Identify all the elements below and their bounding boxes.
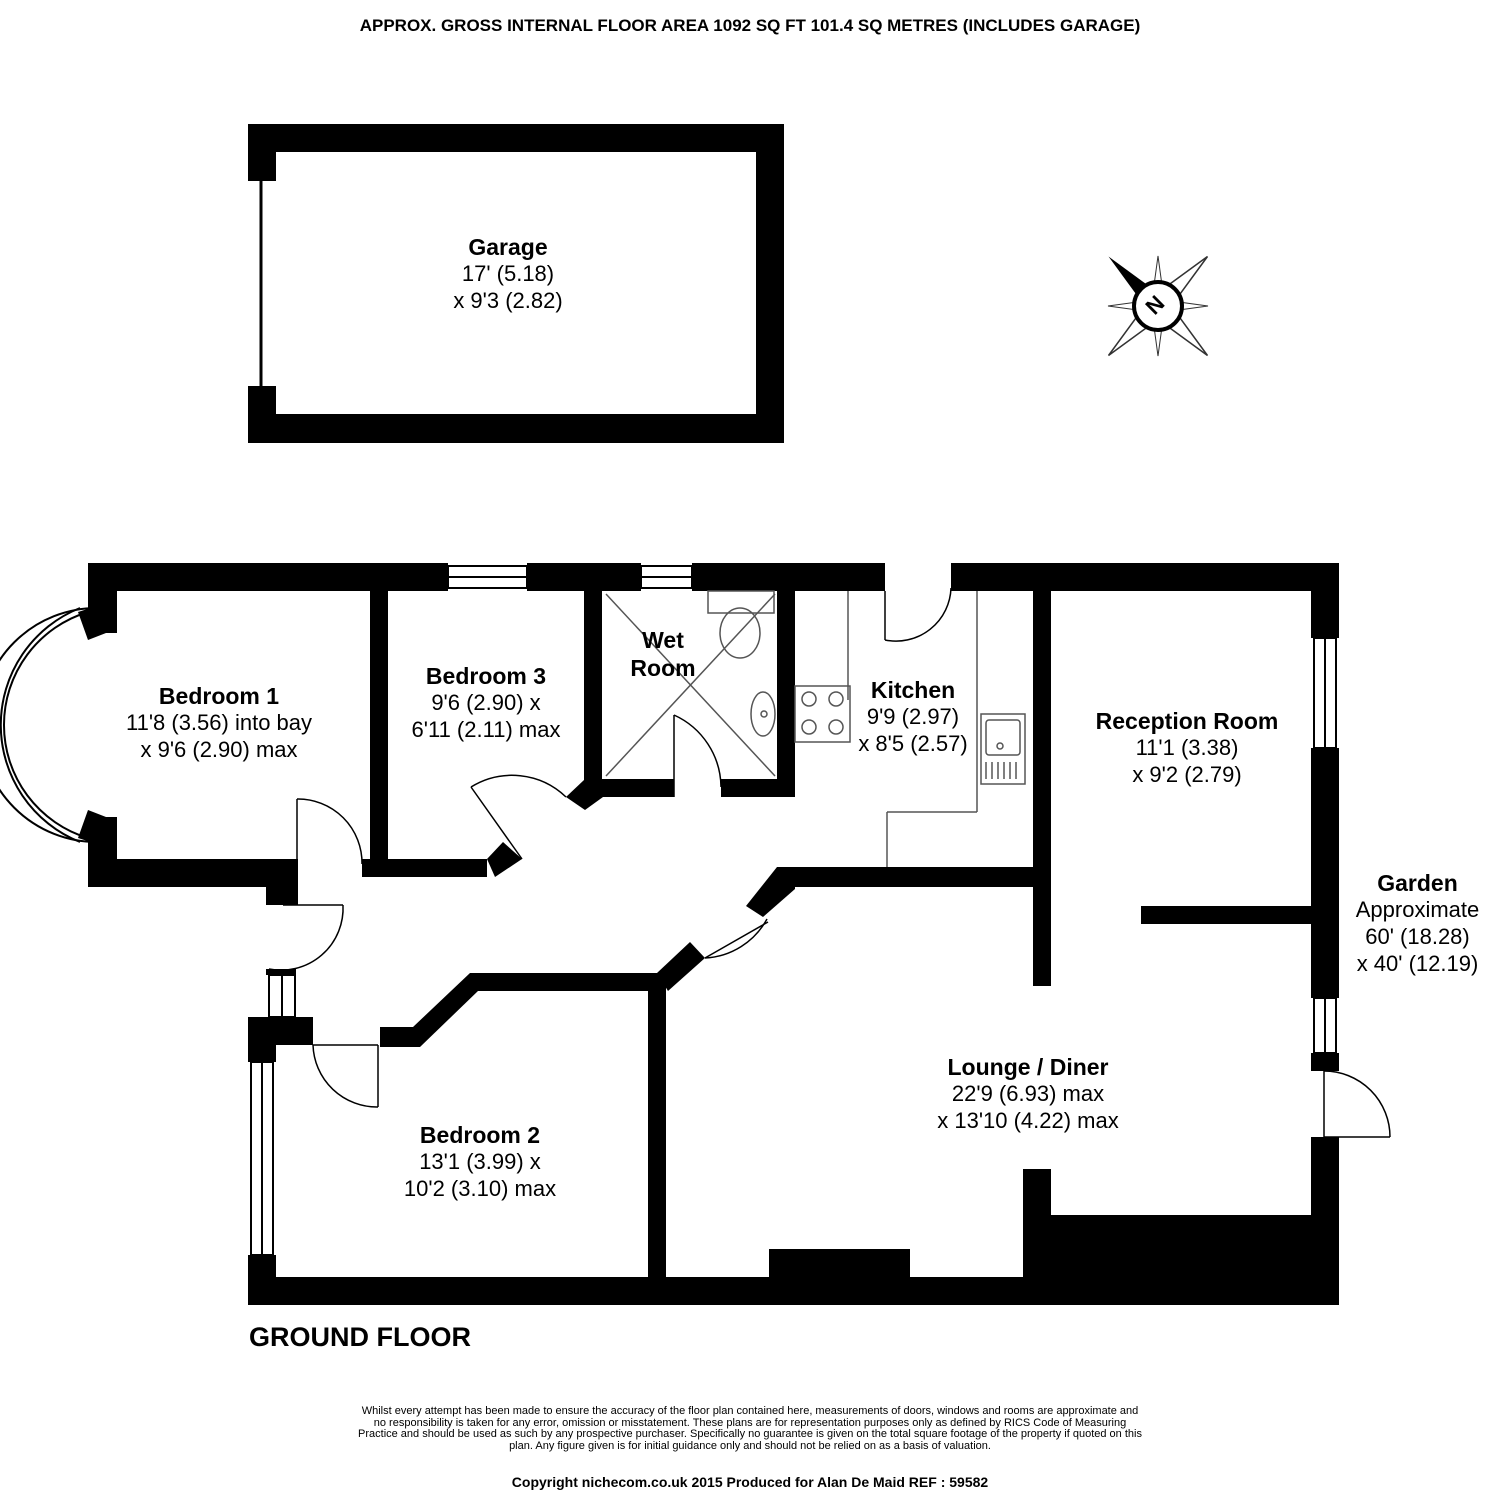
room-dim-bedroom-1-1: 11'8 (3.56) into bay	[125, 710, 313, 736]
room-dim-bedroom-3-1: 9'6 (2.90) x	[431, 690, 541, 716]
room-dim-kitchen-2: x 8'5 (2.57)	[858, 730, 968, 756]
garden-label: Garden Approximate 60' (18.28) x 40' (12…	[1340, 869, 1495, 978]
room-label-bedroom-2: Bedroom 2 13'1 (3.99) x 10'2 (3.10) max	[365, 1121, 595, 1203]
copyright-text: Copyright nichecom.co.uk 2015 Produced f…	[511, 1474, 989, 1490]
floor-name: GROUND FLOOR	[249, 1322, 471, 1352]
room-name-wet-room-2: Room	[630, 655, 696, 682]
room-label-lounge-diner: Lounge / Diner 22'9 (6.93) max x 13'10 (…	[908, 1053, 1148, 1135]
room-label-garage: Garage 17' (5.18) x 9'3 (2.82)	[408, 233, 608, 315]
room-dim-bedroom-3-2: 6'11 (2.11) max	[411, 716, 561, 742]
room-name-bedroom-1: Bedroom 1	[158, 683, 280, 709]
room-label-bedroom-1: Bedroom 1 11'8 (3.56) into bay x 9'6 (2.…	[99, 682, 339, 764]
room-name-kitchen: Kitchen	[870, 677, 956, 703]
room-label-bedroom-3: Bedroom 3 9'6 (2.90) x 6'11 (2.11) max	[388, 662, 584, 744]
room-dim-reception-room-2: x 9'2 (2.79)	[1132, 761, 1242, 787]
room-label-reception-room: Reception Room 11'1 (3.38) x 9'2 (2.79)	[1071, 707, 1303, 789]
room-dim-reception-room-1: 11'1 (3.38)	[1135, 735, 1239, 761]
room-dim-bedroom-2-2: 10'2 (3.10) max	[403, 1175, 557, 1201]
room-dim-bedroom-1-2: x 9'6 (2.90) max	[140, 736, 298, 762]
garden-line-1: Approximate	[1355, 897, 1480, 923]
room-name-reception-room: Reception Room	[1095, 708, 1279, 734]
wetroom-fixtures	[605, 590, 776, 777]
room-label-wet-room: Wet Room	[608, 626, 718, 682]
disclaimer-text: Whilst every attempt has been made to en…	[358, 1405, 1142, 1452]
garden-line-2: 60' (18.28)	[1365, 923, 1470, 949]
room-dim-garage-2: x 9'3 (2.82)	[453, 287, 563, 313]
floor-area-header: APPROX. GROSS INTERNAL FLOOR AREA 1092 S…	[359, 16, 1141, 35]
room-name-garage: Garage	[468, 234, 548, 260]
room-dim-lounge-diner-2: x 13'10 (4.22) max	[937, 1107, 1119, 1133]
room-name-bedroom-3: Bedroom 3	[425, 663, 547, 689]
house-walls	[88, 563, 1339, 1305]
kitchen-fixtures	[794, 591, 1026, 867]
garage-walls	[248, 124, 784, 443]
bay-window	[0, 607, 98, 843]
room-name-wet-room-1: Wet	[642, 627, 684, 653]
room-dim-garage-1: 17' (5.18)	[461, 261, 555, 287]
room-dim-lounge-diner-1: 22'9 (6.93) max	[951, 1081, 1105, 1107]
room-label-kitchen: Kitchen 9'9 (2.97) x 8'5 (2.57)	[838, 676, 988, 758]
window-mullions	[261, 576, 1326, 1255]
room-name-bedroom-2: Bedroom 2	[419, 1122, 541, 1148]
garden-name: Garden	[1377, 870, 1458, 896]
doors	[268, 587, 1391, 1138]
room-dim-kitchen-1: 9'9 (2.97)	[866, 704, 960, 730]
bay-window-piers	[78, 605, 106, 845]
garden-line-3: x 40' (12.19)	[1356, 950, 1479, 976]
room-dim-bedroom-2-1: 13'1 (3.99) x	[419, 1149, 541, 1175]
compass-rose-icon	[1107, 255, 1209, 357]
room-name-lounge-diner: Lounge / Diner	[947, 1054, 1109, 1080]
